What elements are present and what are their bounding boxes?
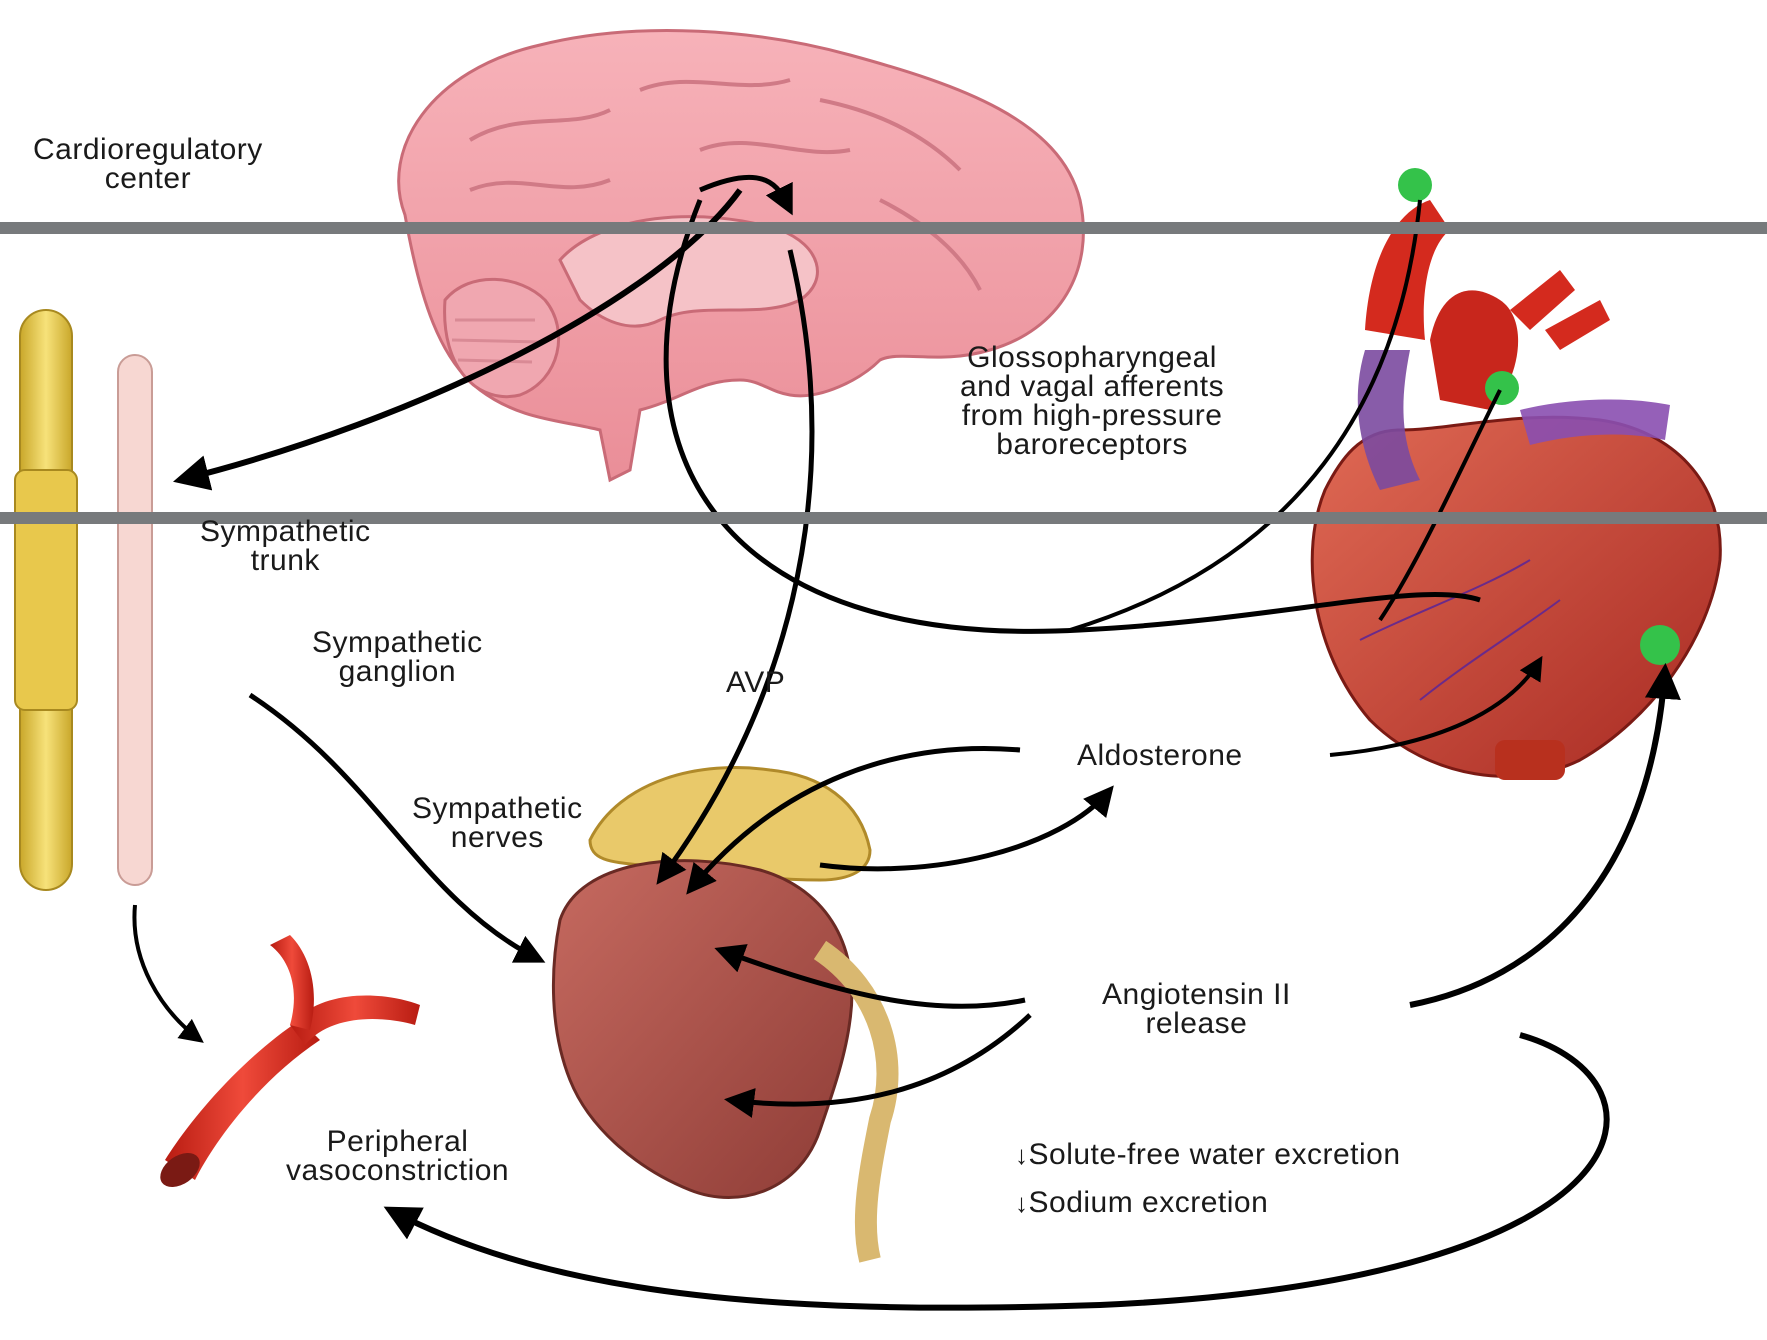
label-aldosterone: Aldosterone [1077, 741, 1243, 770]
heart [1312, 200, 1720, 780]
sympathetic-chain [118, 355, 152, 885]
spinal-cord [15, 310, 77, 890]
baroreceptor-dot-aortic [1485, 371, 1519, 405]
kidney [553, 861, 887, 1260]
label-avp: AVP [726, 668, 785, 697]
baroreceptor-dot-carotid [1398, 168, 1432, 202]
arrow-to-vessel [134, 905, 200, 1040]
down-arrow-icon: ↓ [1015, 1188, 1029, 1218]
down-arrow-icon: ↓ [1015, 1140, 1029, 1170]
baroreceptor-dot-cardiac [1640, 625, 1680, 665]
scan-artifact-top [0, 222, 1767, 234]
label-sodium-excretion: ↓Sodium excretion [1015, 1188, 1268, 1218]
label-water-excretion: ↓Solute-free water excretion [1015, 1140, 1401, 1170]
